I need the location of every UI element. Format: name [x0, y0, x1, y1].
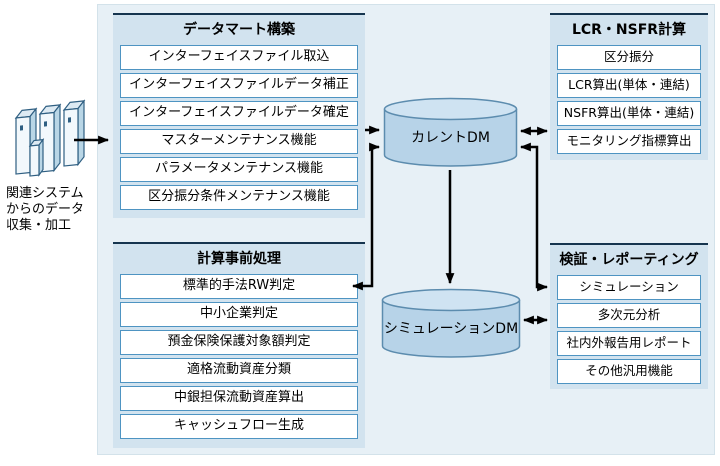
datamart-item: パラメータメンテナンス機能 [120, 157, 358, 182]
section-lcr-nsfr: LCR・NSFR計算 区分振分 LCR算出(単体・連結) NSFR算出(単体・連結)… [550, 13, 708, 160]
section-precalc: 計算事前処理 標準的手法RW判定中小企業判定預金保険保護対象額判定適格流動資産分… [113, 242, 365, 448]
simulation-dm-database: シミュレーションDM [381, 288, 521, 360]
servers-icon [14, 99, 86, 177]
source-caption: 関連システム からのデータ 収集・加工 [6, 186, 98, 234]
datamart-item: 区分振分条件メンテナンス機能 [120, 185, 358, 210]
lcr-nsfr-item: NSFR算出(単体・連結) [557, 101, 701, 126]
section-reporting: 検証・レポーティング シミュレーション多次元分析社内外報告用レポートその他汎用機… [550, 243, 708, 389]
reporting-item: シミュレーション [557, 275, 701, 300]
source-caption-line: 収集・加工 [6, 218, 72, 233]
precalc-item: 標準的手法RW判定 [120, 274, 358, 299]
section-reporting-rows: シミュレーション多次元分析社内外報告用レポートその他汎用機能 [557, 275, 701, 384]
precalc-item: 適格流動資産分類 [120, 358, 358, 383]
lcr-nsfr-item: 区分振分 [557, 45, 701, 70]
lcr-nsfr-item: モニタリング指標算出 [557, 129, 701, 154]
section-lcr-nsfr-rows: 区分振分 LCR算出(単体・連結) NSFR算出(単体・連結) モニタリング指標算出 [557, 45, 701, 154]
section-datamart-rows: インターフェイスファイル取込インターフェイスファイルデータ補正インターフェイスフ… [120, 45, 358, 210]
precalc-item: 中小企業判定 [120, 302, 358, 327]
datamart-item: マスターメンテナンス機能 [120, 129, 358, 154]
lcr-nsfr-item: LCR算出(単体・連結) [557, 73, 701, 98]
related-systems-source: 関連システム からのデータ 収集・加工 [6, 96, 98, 234]
section-precalc-rows: 標準的手法RW判定中小企業判定預金保険保護対象額判定適格流動資産分類中銀担保流動… [120, 274, 358, 439]
section-lcr-nsfr-title: LCR・NSFR計算 [571, 22, 687, 38]
section-datamart-title: データマート構築 [183, 22, 295, 38]
precalc-item: 預金保険保護対象額判定 [120, 330, 358, 355]
section-datamart: データマート構築 インターフェイスファイル取込インターフェイスファイルデータ補正… [113, 13, 365, 218]
database-cylinder-icon [381, 288, 521, 358]
current-dm-label: カレントDM [411, 130, 490, 146]
section-reporting-title: 検証・レポーティング [559, 252, 699, 268]
source-caption-line: からのデータ [6, 202, 85, 217]
reporting-item: 社内外報告用レポート [557, 331, 701, 356]
reporting-item: 多次元分析 [557, 303, 701, 328]
simulation-dm-label: シミュレーションDM [383, 321, 519, 337]
database-cylinder-icon [383, 97, 518, 167]
current-dm-database: カレントDM [383, 97, 518, 169]
datamart-item: インターフェイスファイル取込 [120, 45, 358, 70]
reporting-item: その他汎用機能 [557, 359, 701, 384]
section-precalc-title: 計算事前処理 [197, 251, 281, 267]
precalc-item: キャッシュフロー生成 [120, 414, 358, 439]
precalc-item: 中銀担保流動資産算出 [120, 386, 358, 411]
datamart-item: インターフェイスファイルデータ補正 [120, 73, 358, 98]
datamart-item: インターフェイスファイルデータ確定 [120, 101, 358, 126]
source-caption-line: 関連システム [6, 186, 84, 201]
